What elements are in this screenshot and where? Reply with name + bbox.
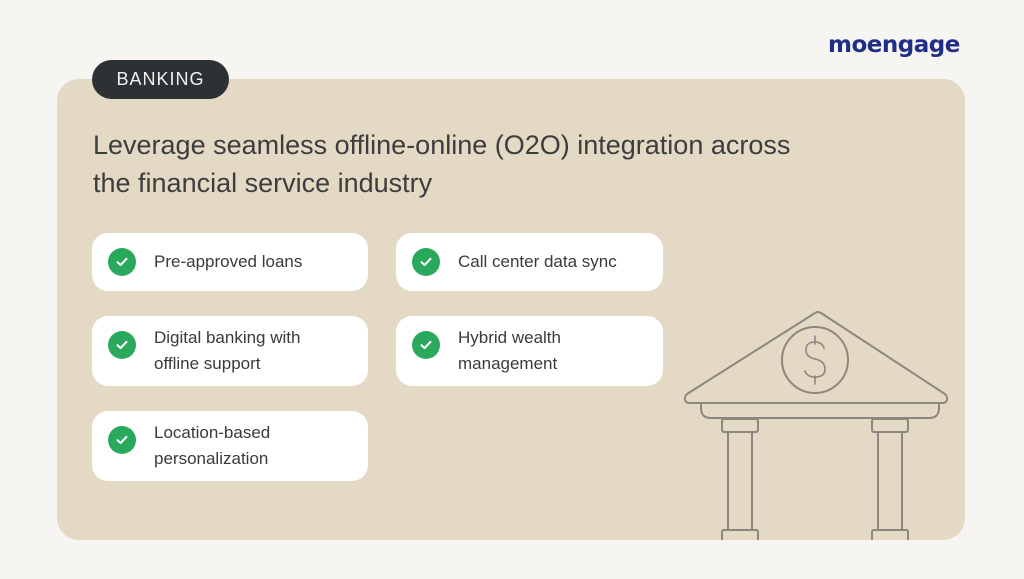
headline: Leverage seamless offline-online (O2O) i… bbox=[93, 130, 791, 198]
feature-label: Call center data sync bbox=[458, 252, 617, 271]
check-circle-icon bbox=[108, 248, 136, 276]
bank-building-icon bbox=[683, 311, 949, 540]
feature-card: Location-based personalization bbox=[92, 411, 368, 481]
check-circle-icon bbox=[412, 248, 440, 276]
check-circle-icon bbox=[108, 331, 136, 359]
feature-label: Hybrid wealth management bbox=[458, 328, 561, 373]
check-circle-icon bbox=[108, 426, 136, 454]
feature-label: Digital banking with offline support bbox=[154, 328, 301, 373]
feature-card: Hybrid wealth management bbox=[396, 316, 663, 386]
check-circle-icon bbox=[412, 331, 440, 359]
feature-label: Location-based personalization bbox=[154, 423, 271, 468]
feature-label: Pre-approved loans bbox=[154, 252, 303, 271]
moengage-logo: moengage bbox=[828, 32, 960, 58]
feature-card: Digital banking with offline support bbox=[92, 316, 368, 386]
feature-card: Pre-approved loans bbox=[92, 233, 368, 291]
category-tag: BANKING bbox=[92, 60, 229, 99]
feature-card: Call center data sync bbox=[396, 233, 663, 291]
